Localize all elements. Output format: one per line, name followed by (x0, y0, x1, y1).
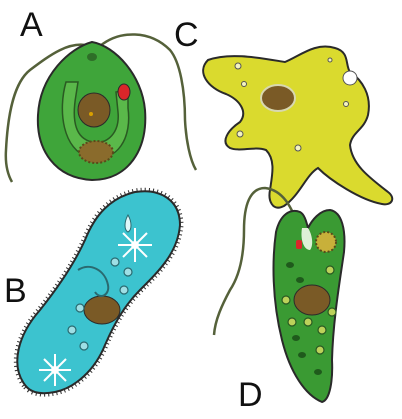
storage-granule (282, 296, 290, 304)
food-vacuole (242, 82, 247, 87)
eyespot (296, 240, 302, 249)
organism-d-euglena (214, 188, 344, 402)
nucleus (294, 285, 330, 315)
storage-granule (328, 308, 336, 316)
nucleus (78, 93, 110, 127)
food-vacuole (68, 326, 76, 334)
food-vacuole (111, 258, 119, 266)
label-a: A (20, 6, 43, 44)
chloroplast (314, 369, 322, 375)
storage-granule (318, 326, 326, 334)
pyrenoid (79, 141, 113, 163)
food-vacuole (328, 58, 332, 62)
chloroplast (298, 352, 306, 358)
food-vacuole (344, 102, 349, 107)
organism-b-paramecium (17, 191, 180, 393)
contractile-vacuole-top (118, 228, 152, 262)
label-c: C (174, 16, 199, 54)
food-vacuole (295, 145, 301, 151)
label-b: B (4, 272, 27, 310)
paramylon-body (316, 232, 336, 252)
eyespot (118, 84, 130, 100)
chloroplast (292, 335, 300, 341)
food-vacuole (120, 286, 128, 294)
storage-granule (326, 266, 334, 274)
label-d: D (238, 376, 263, 414)
food-vacuole (80, 342, 88, 350)
contractile-vacuole (87, 53, 97, 61)
organism-c-amoeba (203, 47, 392, 208)
food-vacuole (76, 304, 84, 312)
chloroplast (296, 277, 304, 283)
macronucleus (84, 296, 120, 324)
cell-body (203, 47, 392, 208)
storage-granule (288, 318, 296, 326)
storage-granule (316, 346, 324, 354)
storage-granule (304, 318, 312, 326)
nucleolus (89, 112, 93, 116)
food-vacuole (237, 131, 243, 137)
nucleus (261, 85, 295, 111)
cell-body (17, 191, 180, 393)
organism-a-chlamydomonas (6, 34, 196, 182)
food-vacuole (235, 63, 241, 69)
food-vacuole (124, 268, 132, 276)
chloroplast (286, 262, 294, 268)
contractile-vacuole (343, 71, 357, 85)
